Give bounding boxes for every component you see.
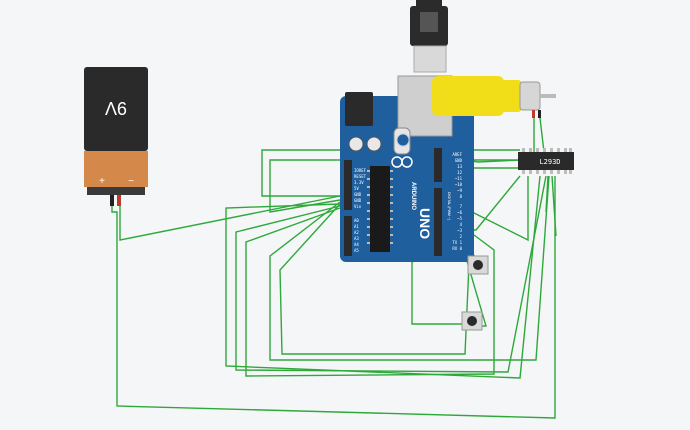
pin-label: 4 [460,222,463,227]
pin-label: A5 [354,248,359,253]
wire[interactable] [245,207,495,377]
pin-label: A0 [354,218,359,223]
digital-header-top [434,148,442,182]
pin-label: A4 [354,242,359,247]
analog-header [344,216,352,256]
power-header [344,160,352,210]
dc-motor[interactable] [432,76,556,118]
pin-label: GND [354,192,362,197]
atmega-pins [367,170,393,244]
pin-label: Vin [354,204,362,209]
pin-label: GND [354,198,362,203]
power-jack [345,92,373,126]
battery-9v[interactable]: 9V + − [84,67,148,206]
capacitor [348,136,364,152]
pin-label: IOREF [354,168,367,173]
pushbutton-2[interactable] [461,311,483,331]
usb-cable[interactable] [410,0,448,73]
pin-label: ~9 [457,188,462,193]
battery-base [87,187,145,195]
battery-label: 9V [105,98,127,118]
pin-label: TX 1 [452,240,462,245]
driver-pins [522,148,572,174]
wire[interactable] [539,117,545,153]
reset-button[interactable] [396,133,410,147]
wire[interactable] [111,176,556,419]
arduino-brand: ARDUINO [410,182,416,210]
pin-label: 12 [457,170,462,175]
pin-label: 8 [460,194,463,199]
arduino-logo [391,156,413,168]
battery-minus-label: − [128,176,134,187]
pin-label: ~5 [457,216,462,221]
pin-label: RESET [354,174,367,179]
pin-label: ~10 [455,182,463,187]
pin-label: 3.3V [354,180,364,185]
wire[interactable] [119,195,341,241]
analog-pin-labels: A0 A1 A2 A3 A4 A5 [354,218,359,253]
wire[interactable] [269,175,550,361]
pin-label: ~3 [457,228,462,233]
usb-connector [413,45,447,73]
battery-terminal-negative[interactable] [110,195,114,206]
wires [111,117,557,419]
motor-can-yellow [500,80,522,112]
battery-top [84,67,148,151]
motor-terminal[interactable] [532,110,535,118]
pushbutton-cap[interactable] [473,260,483,270]
driver-chip [518,152,574,170]
battery-plus-label: + [99,176,105,187]
usb-plug-detail [420,12,438,32]
digital-section-label: DIGITAL (PWM ~) [447,192,451,220]
wire[interactable] [545,175,549,213]
pin-label: 7 [460,204,463,209]
pin-label: 13 [457,164,462,169]
capacitor [366,136,382,152]
atmega-chip [370,166,390,252]
driver-label: L293D [539,158,560,166]
power-pin-labels: IOREF RESET 3.3V 5V GND GND Vin [354,168,367,209]
battery-terminal-positive[interactable] [117,195,121,206]
wire[interactable] [235,175,547,373]
pushbutton-cap[interactable] [467,316,477,326]
digital-header-bottom [434,188,442,256]
pin-label: RX 0 [452,246,462,251]
motor-shaft [540,94,556,98]
pin-label: GND [455,158,463,163]
wire[interactable] [551,175,557,237]
motor-can [519,81,541,111]
motor-terminal[interactable] [538,110,541,118]
pin-label: A1 [354,224,359,229]
l293d-driver[interactable]: L293D [518,148,574,174]
pin-label: AREF [452,152,462,157]
pushbutton-1[interactable] [467,255,489,275]
digital-pin-labels: AREF GND 13 12 ~11 ~10 ~9 8 7 ~6 ~5 4 ~3… [452,152,462,251]
pin-label: ~6 [457,210,462,215]
pin-label: A2 [354,230,359,235]
pin-label: 2 [460,234,463,239]
pin-label: ~11 [455,176,463,181]
wire[interactable] [225,175,541,379]
pin-label: 5V [354,186,359,191]
arduino-model: UNO [417,208,433,239]
pin-label: A3 [354,236,359,241]
motor-gearbox [432,76,504,116]
battery-bottom [84,151,148,187]
usb-cable-wire [416,0,442,8]
arduino-uno[interactable]: IOREF RESET 3.3V 5V GND GND Vin A0 A1 A2… [340,75,474,262]
